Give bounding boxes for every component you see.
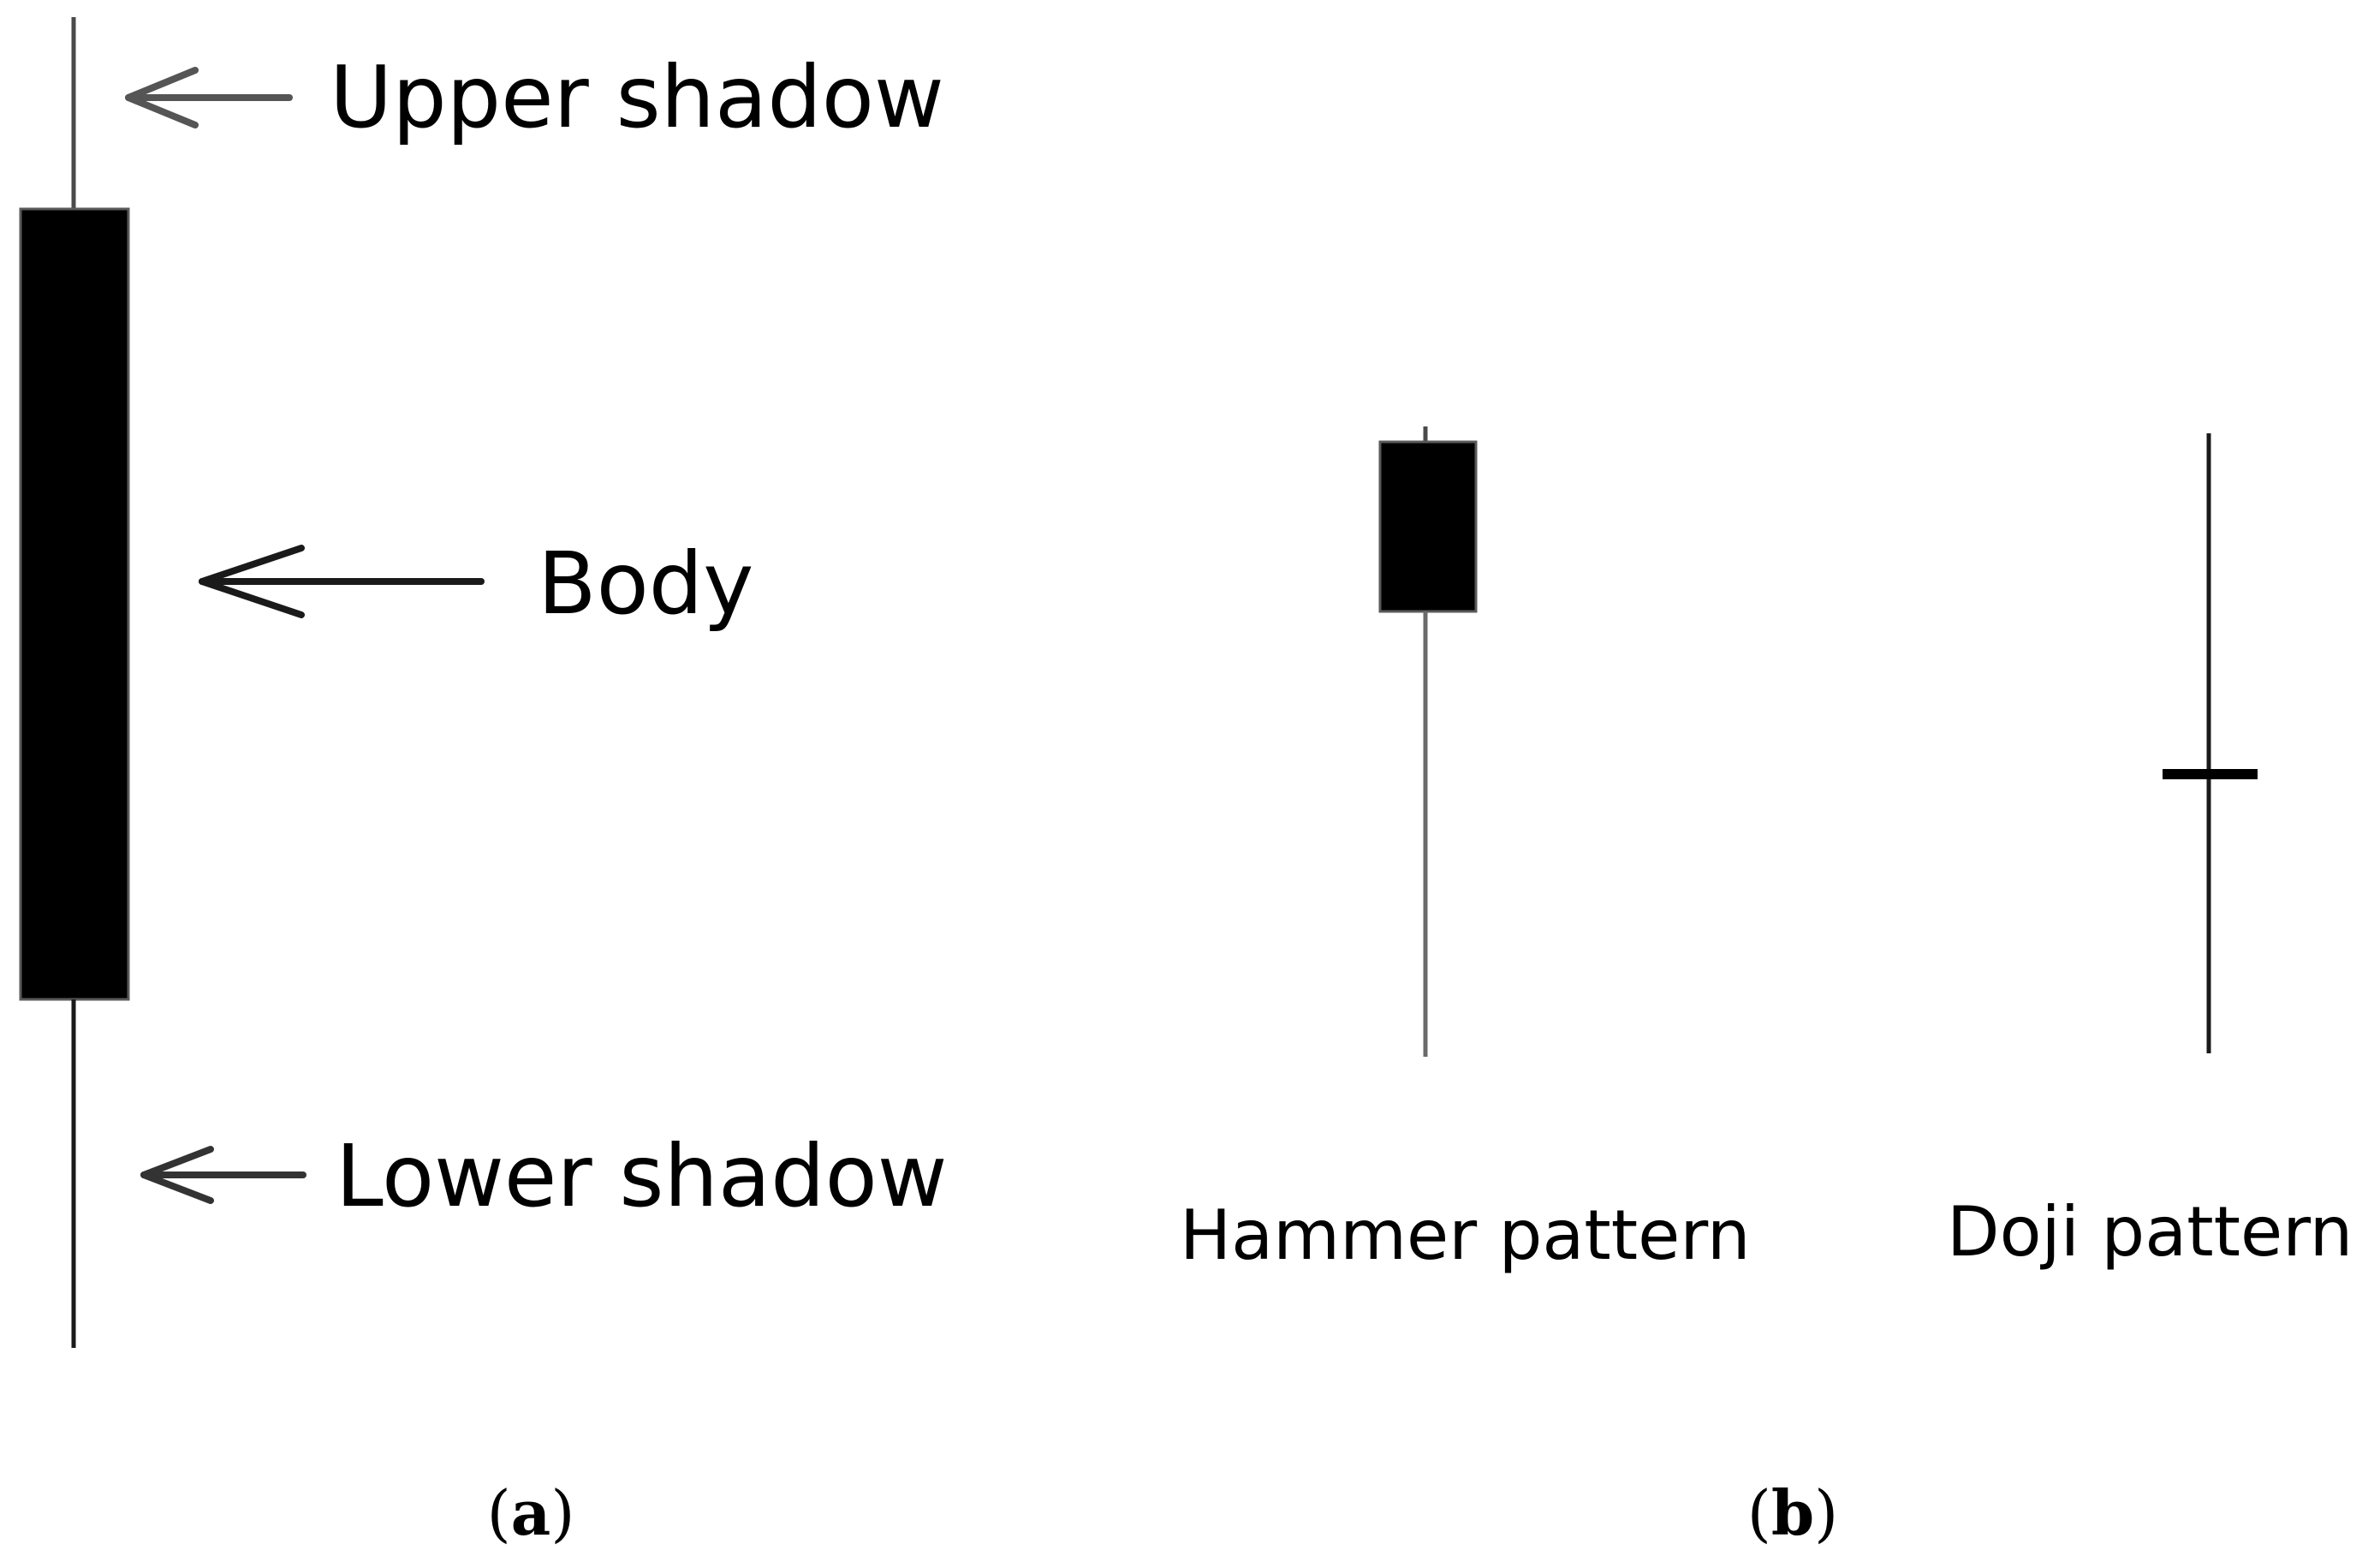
hammer-candle [1378,426,1478,1057]
hammer-pattern-label: Hammer pattern [1180,1195,1751,1275]
doji-pattern-label: Doji pattern [1947,1192,2353,1272]
upper-shadow-label: Upper shadow [330,47,944,147]
body-arrow [199,545,485,618]
panel-a: Upper shadow Body Lower shadow (a) [19,17,948,1549]
caption-a: (a) [487,1476,575,1549]
hammer-body [1378,440,1478,613]
upper-shadow-arrow [125,67,293,128]
caption-b: (b) [1747,1476,1839,1549]
candle-body [19,207,130,1001]
doji-candle [2163,433,2258,1053]
lower-shadow-arrow [140,1146,306,1204]
body-label: Body [538,534,753,634]
panel-b: Hammer pattern Doji pattern (b) [1180,426,2353,1549]
lower-shadow-label: Lower shadow [336,1126,948,1226]
